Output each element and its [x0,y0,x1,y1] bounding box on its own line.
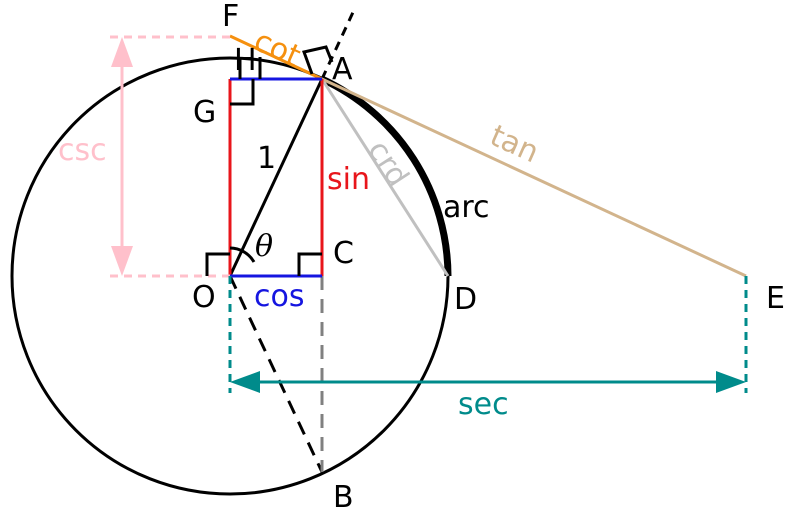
tangent-line [321,77,747,278]
cos-label: cos [254,279,304,314]
csc-arrow-bottom [111,246,133,276]
csc-label: csc [58,133,107,168]
radius-line [228,78,324,277]
radius-extension-dashed [320,7,357,80]
radius-label: 1 [257,141,276,176]
point-label-g: G [193,95,216,130]
right-angle-marker-g [230,79,255,106]
ob-dashed-line [228,275,324,473]
theta-angle-arc [229,246,256,263]
chord-line [320,78,450,277]
right-angle-marker-o [205,252,230,276]
sec-arrow-right [716,371,746,393]
sin-label: sin [327,162,370,197]
point-label-c: C [333,236,354,271]
point-label-f: F [222,0,239,34]
tan-label: tan [485,118,544,170]
theta-label: θ [255,229,273,264]
point-label-b: B [333,480,354,512]
right-angle-marker-a [302,45,334,75]
sec-label: sec [458,387,509,422]
arc-label: arc [443,190,490,225]
arc-segment [320,75,452,277]
csc-arrow-top [111,37,133,67]
right-angle-marker-h [238,57,262,79]
cotangent-line [229,34,323,81]
point-label-o: O [192,280,216,315]
point-label-h: H [234,43,257,78]
right-angle-marker-c [297,252,322,276]
sec-arrow-left [230,371,260,393]
point-label-d: D [454,282,477,317]
point-label-a: A [332,52,353,87]
point-label-e: E [766,281,785,316]
